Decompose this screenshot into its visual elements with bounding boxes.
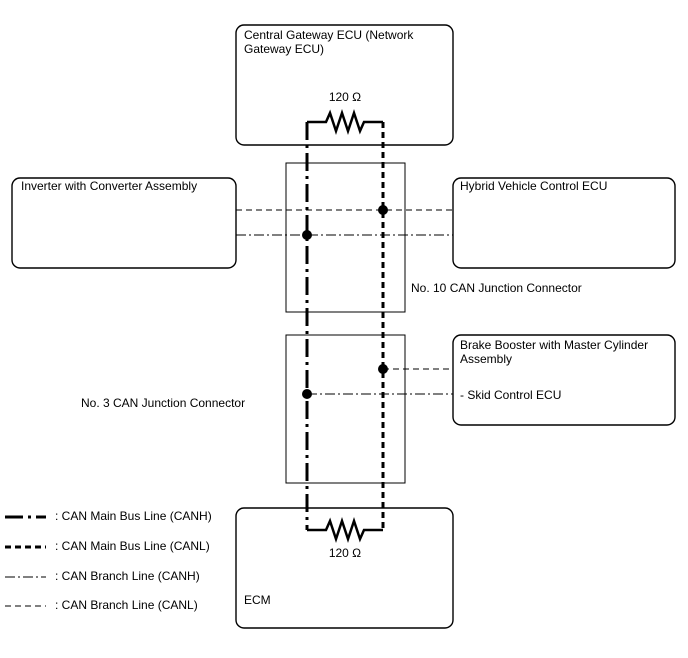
- top-resistor-label: 120 Ω: [329, 90, 361, 104]
- no3-junction-connector-box: [285, 334, 406, 484]
- hybrid-vehicle-label: Hybrid Vehicle Control ECU: [460, 179, 607, 193]
- junction-dot-canh-no3: [302, 389, 312, 399]
- brake-booster-box: [452, 334, 676, 426]
- ecm-label: ECM: [244, 593, 271, 607]
- legend-main-canh-label: : CAN Main Bus Line (CANH): [55, 509, 212, 523]
- central-gateway-ecu-box: [235, 24, 454, 146]
- skid-control-label: - Skid Control ECU: [460, 388, 561, 402]
- bottom-resistor-label: 120 Ω: [329, 546, 361, 560]
- top-resistor-symbol: [307, 109, 383, 135]
- ecm-box: [235, 507, 454, 629]
- junction-dot-canh-no10: [302, 230, 312, 240]
- brake-booster-label-line2: Assembly: [460, 352, 512, 366]
- legend-main-canl-label: : CAN Main Bus Line (CANL): [55, 539, 210, 553]
- legend-branch-canh-label: : CAN Branch Line (CANH): [55, 569, 200, 583]
- central-gateway-label-line2: Gateway ECU): [244, 42, 324, 56]
- bottom-resistor-symbol: [307, 517, 383, 543]
- junction-dot-canl-no10: [378, 205, 388, 215]
- inverter-box: [11, 177, 237, 269]
- inverter-label: Inverter with Converter Assembly: [21, 179, 197, 193]
- brake-booster-label-line1: Brake Booster with Master Cylinder: [460, 338, 648, 352]
- legend: : CAN Main Bus Line (CANH) : CAN Main Bu…: [5, 509, 212, 612]
- hybrid-vehicle-ecu-box: [452, 177, 676, 269]
- legend-branch-canl-label: : CAN Branch Line (CANL): [55, 598, 198, 612]
- no3-connector-label: No. 3 CAN Junction Connector: [81, 396, 245, 410]
- no10-junction-connector-box: [285, 162, 406, 313]
- central-gateway-label-line1: Central Gateway ECU (Network: [244, 28, 414, 42]
- junction-dot-canl-no3: [378, 364, 388, 374]
- no10-connector-label: No. 10 CAN Junction Connector: [411, 281, 582, 295]
